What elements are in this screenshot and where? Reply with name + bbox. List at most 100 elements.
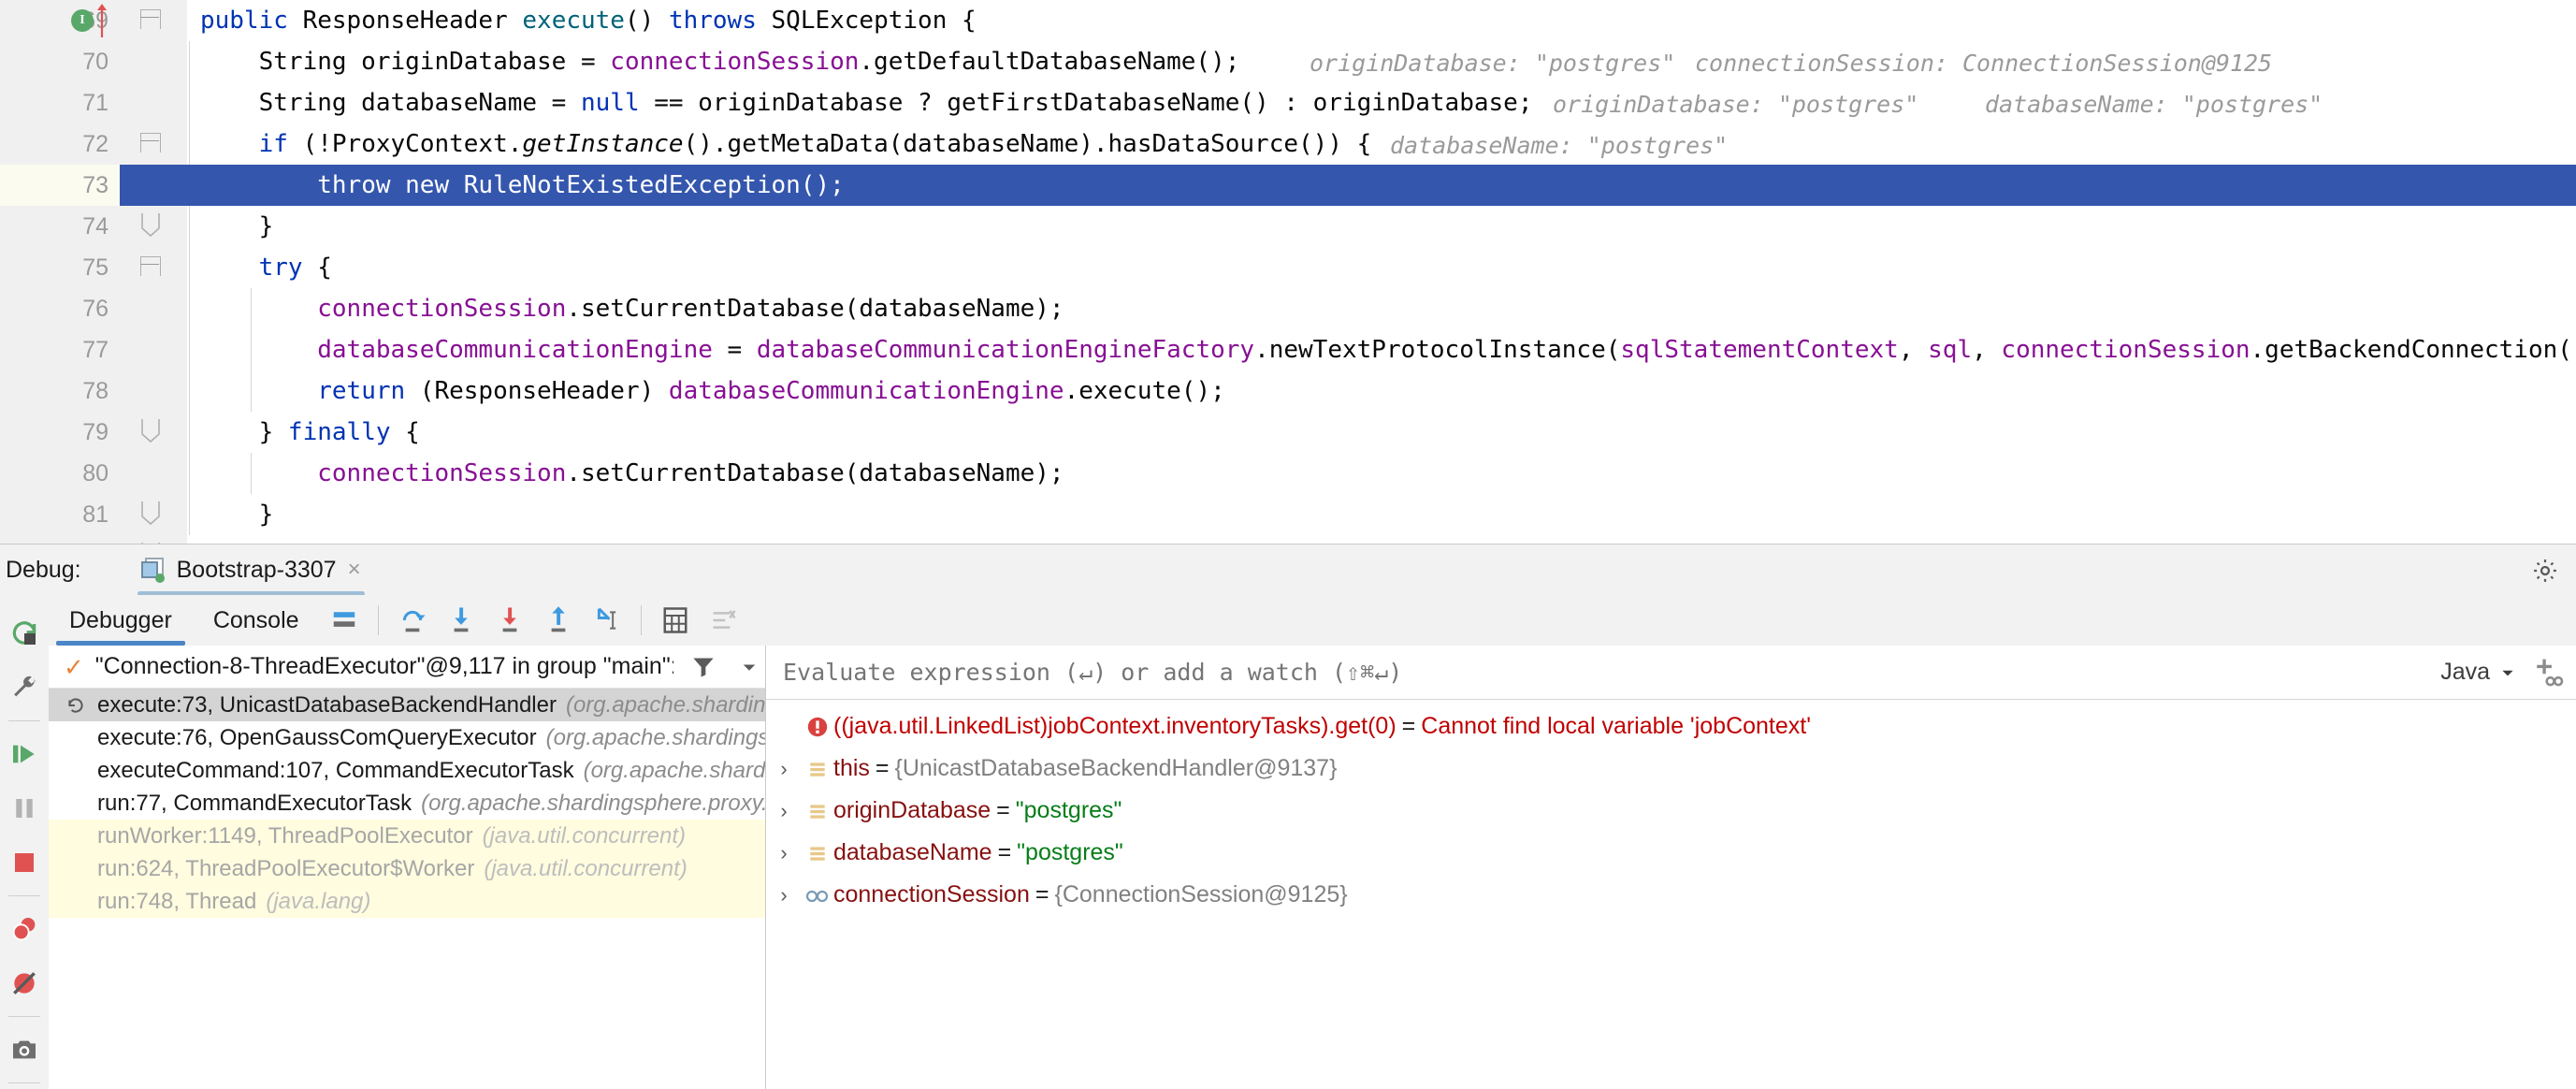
add-watch-icon[interactable] bbox=[2520, 657, 2576, 689]
debug-session-tab[interactable]: Bootstrap-3307 × bbox=[130, 544, 372, 596]
fold-start-icon[interactable] bbox=[140, 9, 161, 32]
fold-end-icon[interactable] bbox=[140, 213, 161, 238]
code-token: return bbox=[317, 377, 406, 405]
chevron-right-icon[interactable]: › bbox=[780, 882, 788, 907]
mute-breakpoints-toolbar-icon[interactable] bbox=[700, 595, 748, 646]
tab-console[interactable]: Console bbox=[193, 595, 320, 646]
step-over-icon[interactable] bbox=[388, 595, 437, 646]
code-line[interactable]: 79 } finally { bbox=[0, 412, 2576, 453]
fold-gutter[interactable] bbox=[120, 165, 187, 206]
code-line[interactable]: 71 String databaseName = null == originD… bbox=[0, 82, 2576, 123]
code-token: connectionSession bbox=[317, 459, 567, 487]
run-to-cursor-icon[interactable] bbox=[583, 595, 631, 646]
fold-gutter[interactable] bbox=[120, 247, 187, 288]
tab-debugger[interactable]: Debugger bbox=[49, 595, 193, 646]
code-line[interactable]: 82} bbox=[0, 535, 2576, 544]
fold-gutter[interactable] bbox=[120, 288, 187, 329]
code-line[interactable]: 76 connectionSession.setCurrentDatabase(… bbox=[0, 288, 2576, 329]
fold-gutter[interactable] bbox=[120, 453, 187, 494]
inline-value-hint: databaseName: "postgres" bbox=[1985, 91, 2323, 118]
debugger-toolbar: Debugger Console bbox=[49, 595, 2576, 646]
stop-icon[interactable] bbox=[0, 835, 49, 890]
variable-name: connectionSession bbox=[833, 881, 1030, 908]
code-token: { bbox=[390, 418, 420, 446]
fold-gutter[interactable] bbox=[120, 412, 187, 453]
variable-row[interactable]: ›connectionSession={ConnectionSession@91… bbox=[766, 874, 2576, 916]
stack-frame-method: run:748, Thread bbox=[97, 888, 257, 914]
mute-breakpoints-icon[interactable] bbox=[0, 956, 49, 1010]
code-line[interactable]: 74 } bbox=[0, 206, 2576, 247]
code-line[interactable]: 70 String originDatabase = connectionSes… bbox=[0, 41, 2576, 82]
thread-selector[interactable]: ✓ "Connection-8-ThreadExecutor"@9,117 in… bbox=[49, 646, 765, 689]
evaluate-expression-input[interactable] bbox=[766, 645, 2441, 700]
code-line[interactable]: 80 connectionSession.setCurrentDatabase(… bbox=[0, 453, 2576, 494]
step-into-icon[interactable] bbox=[437, 595, 485, 646]
fold-gutter[interactable] bbox=[120, 494, 187, 535]
thread-status-label: "Connection-8-ThreadExecutor"@9,117 in g… bbox=[94, 653, 673, 679]
stack-frame-row[interactable]: runWorker:1149, ThreadPoolExecutor (java… bbox=[49, 820, 765, 852]
chevron-right-icon[interactable]: › bbox=[780, 840, 788, 864]
fold-gutter[interactable] bbox=[120, 329, 187, 370]
fold-start-icon[interactable] bbox=[140, 256, 161, 279]
filter-icon[interactable] bbox=[685, 655, 722, 679]
code-line[interactable]: 72 if (!ProxyContext.getInstance().getMe… bbox=[0, 123, 2576, 165]
variable-row[interactable]: ›originDatabase="postgres" bbox=[766, 790, 2576, 832]
debug-side-toolbar bbox=[0, 595, 49, 1089]
variable-row[interactable]: ((java.util.LinkedList)jobContext.invent… bbox=[766, 705, 2576, 748]
debug-main-area: Debugger Console bbox=[49, 595, 2576, 1089]
code-line[interactable]: 77 databaseCommunicationEngine = databas… bbox=[0, 329, 2576, 370]
stack-frame-row[interactable]: execute:76, OpenGaussComQueryExecutor (o… bbox=[49, 721, 765, 754]
chevron-down-icon[interactable] bbox=[2496, 664, 2520, 681]
fold-gutter[interactable] bbox=[120, 370, 187, 412]
layout-icon[interactable] bbox=[320, 595, 369, 646]
fold-gutter[interactable] bbox=[120, 41, 187, 82]
indent-guide bbox=[189, 370, 190, 412]
stack-frame-row[interactable]: executeCommand:107, CommandExecutorTask … bbox=[49, 754, 765, 787]
stack-frame-row[interactable]: run:748, Thread (java.lang) bbox=[49, 885, 765, 918]
step-out-icon[interactable] bbox=[534, 595, 583, 646]
rerun-icon[interactable] bbox=[0, 606, 49, 661]
code-token: } bbox=[200, 542, 215, 544]
fold-gutter[interactable] bbox=[120, 535, 187, 544]
run-method-icon[interactable]: I bbox=[71, 9, 94, 32]
code-token: try bbox=[258, 254, 303, 282]
settings-wrench-icon[interactable] bbox=[0, 661, 49, 715]
code-line[interactable]: 75 try { bbox=[0, 247, 2576, 288]
evaluate-expression-icon[interactable] bbox=[651, 595, 700, 646]
fold-end-icon[interactable] bbox=[140, 419, 161, 443]
screenshot-icon[interactable] bbox=[0, 1023, 49, 1077]
view-breakpoints-icon[interactable] bbox=[0, 902, 49, 956]
fold-gutter[interactable] bbox=[120, 206, 187, 247]
chevron-right-icon[interactable]: › bbox=[780, 756, 788, 780]
code-line[interactable]: 78 return (ResponseHeader) databaseCommu… bbox=[0, 370, 2576, 412]
fold-start-icon[interactable] bbox=[140, 133, 161, 155]
stack-frame-row[interactable]: run:77, CommandExecutorTask (org.apache.… bbox=[49, 787, 765, 820]
chevron-right-icon[interactable]: › bbox=[780, 798, 788, 822]
variable-row[interactable]: ›databaseName="postgres" bbox=[766, 832, 2576, 874]
divider bbox=[8, 895, 40, 896]
stack-frames-list[interactable]: execute:73, UnicastDatabaseBackendHandle… bbox=[49, 689, 765, 1089]
fold-gutter[interactable] bbox=[120, 0, 187, 41]
pause-program-icon[interactable] bbox=[0, 781, 49, 835]
close-icon[interactable]: × bbox=[347, 557, 361, 582]
stack-frame-package: (java.lang) bbox=[266, 888, 371, 914]
fold-gutter[interactable] bbox=[120, 123, 187, 165]
stack-frame-row[interactable]: run:624, ThreadPoolExecutor$Worker (java… bbox=[49, 852, 765, 885]
code-line[interactable]: 73 throw new RuleNotExistedException(); bbox=[0, 165, 2576, 206]
language-selector-label[interactable]: Java bbox=[2440, 659, 2490, 685]
code-text: throw new RuleNotExistedException(); bbox=[187, 171, 845, 199]
fold-end-icon[interactable] bbox=[140, 501, 161, 526]
chevron-down-icon[interactable] bbox=[733, 658, 765, 676]
code-token: , bbox=[1972, 336, 2002, 364]
gear-icon[interactable] bbox=[2531, 557, 2559, 585]
evaluate-expression-bar: Java bbox=[766, 645, 2576, 700]
resume-program-icon[interactable] bbox=[0, 727, 49, 781]
variables-list[interactable]: ((java.util.LinkedList)jobContext.invent… bbox=[766, 700, 2576, 1089]
fold-gutter[interactable] bbox=[120, 82, 187, 123]
force-step-into-icon[interactable] bbox=[485, 595, 534, 646]
code-line[interactable]: 81 } bbox=[0, 494, 2576, 535]
variable-row[interactable]: ›this={UnicastDatabaseBackendHandler@913… bbox=[766, 748, 2576, 790]
stack-frame-row[interactable]: execute:73, UnicastDatabaseBackendHandle… bbox=[49, 689, 765, 721]
